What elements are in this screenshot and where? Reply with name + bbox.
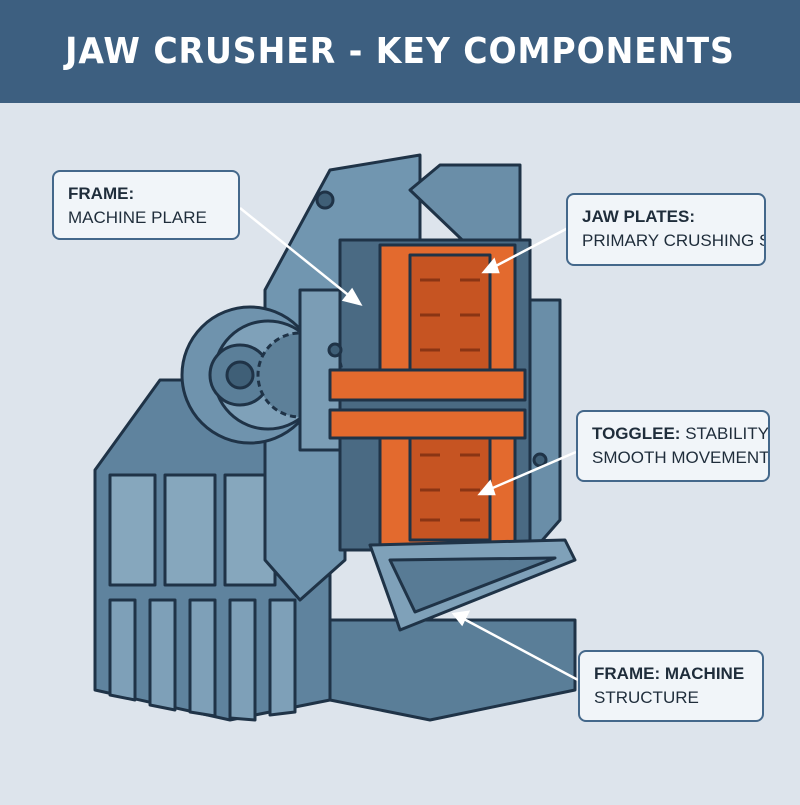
callout-heading: JAW PLATES: (582, 207, 696, 226)
callout-frame-bottom: FRAME: MACHINE STRUCTURE (578, 650, 764, 722)
callout-jaw-plates: JAW PLATES: PRIMARY CRUSHING SURFACES (566, 193, 766, 266)
side-panels (108, 473, 277, 587)
jaw-crusher-diagram (0, 103, 800, 800)
arrow-frame-bottom (461, 616, 579, 682)
page-title: JAW CRUSHER - KEY COMPONENTS (65, 31, 735, 72)
callout-frame-top: FRAME: MACHINE PLARE (52, 170, 240, 240)
callout-text: MACHINE PLARE (68, 208, 207, 227)
arrow-jaw-plates (491, 226, 569, 270)
jaw-crusher-illustration (93, 153, 579, 722)
callout-text: PRIMARY CRUSHING SURFACES (582, 231, 764, 250)
bolts (315, 190, 548, 468)
base-right (328, 618, 577, 722)
callout-heading: FRAME: (68, 184, 135, 203)
callout-heading: FRAME: MACHINE (594, 664, 745, 683)
arrow-frame-top (239, 207, 353, 299)
callout-heading: TOGGLEE: (592, 424, 681, 443)
arrow-togglee (487, 450, 577, 492)
callout-text: STABILITY & (685, 424, 769, 443)
base-ribs (108, 598, 297, 722)
callout-togglee: TOGGLEE: STABILITY & SMOOTH MOVEMENT (576, 410, 770, 482)
jaw-teeth (420, 278, 480, 522)
callout-text: STRUCTURE (594, 688, 699, 707)
title-banner: JAW CRUSHER - KEY COMPONENTS (0, 0, 800, 103)
callout-text-2: SMOOTH MOVEMENT (592, 448, 770, 467)
